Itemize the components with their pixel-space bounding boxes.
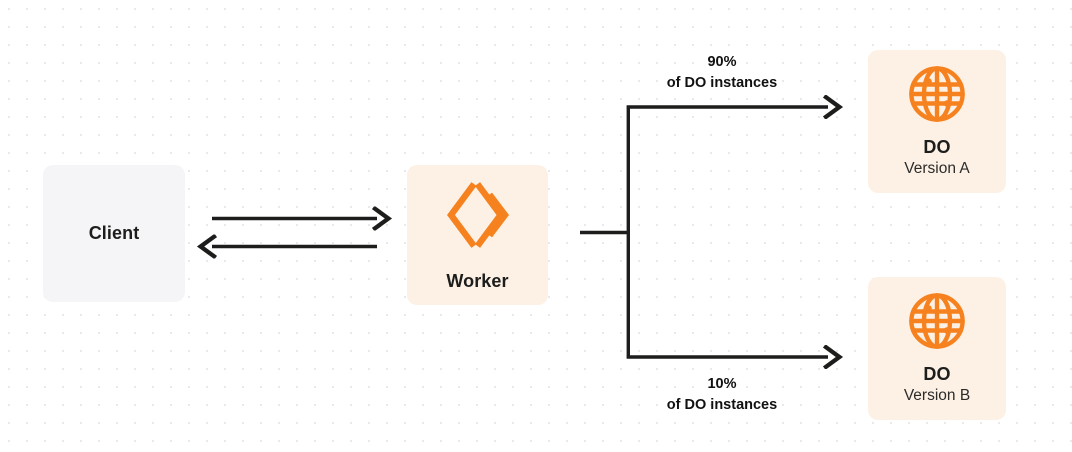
node-do-version-b[interactable]: DO Version B: [868, 277, 1006, 420]
globe-icon: [906, 290, 968, 352]
edge-label-do-b-percent: 10%: [707, 376, 737, 392]
node-client-label: Client: [88, 222, 140, 243]
node-do-version-a[interactable]: DO Version A: [868, 50, 1006, 193]
node-worker-label: Worker: [446, 271, 509, 292]
edge-label-do-b-desc: of DO instances: [666, 397, 778, 414]
node-client[interactable]: Client: [43, 165, 185, 302]
node-do-b-label: DO: [923, 363, 951, 384]
node-do-a-version: Version A: [904, 160, 970, 178]
globe-icon: [906, 63, 968, 125]
node-do-a-label: DO: [923, 136, 951, 157]
node-do-b-version: Version B: [903, 387, 971, 405]
cloudflare-workers-icon: [443, 177, 513, 253]
edge-label-do-a-percent: 90%: [707, 54, 737, 70]
node-worker[interactable]: Worker: [407, 165, 548, 305]
edge-label-do-a-desc: of DO instances: [666, 75, 778, 92]
edge-label-do-b: 10% of DO instances: [598, 374, 846, 416]
edge-label-do-a: 90% of DO instances: [598, 52, 846, 94]
